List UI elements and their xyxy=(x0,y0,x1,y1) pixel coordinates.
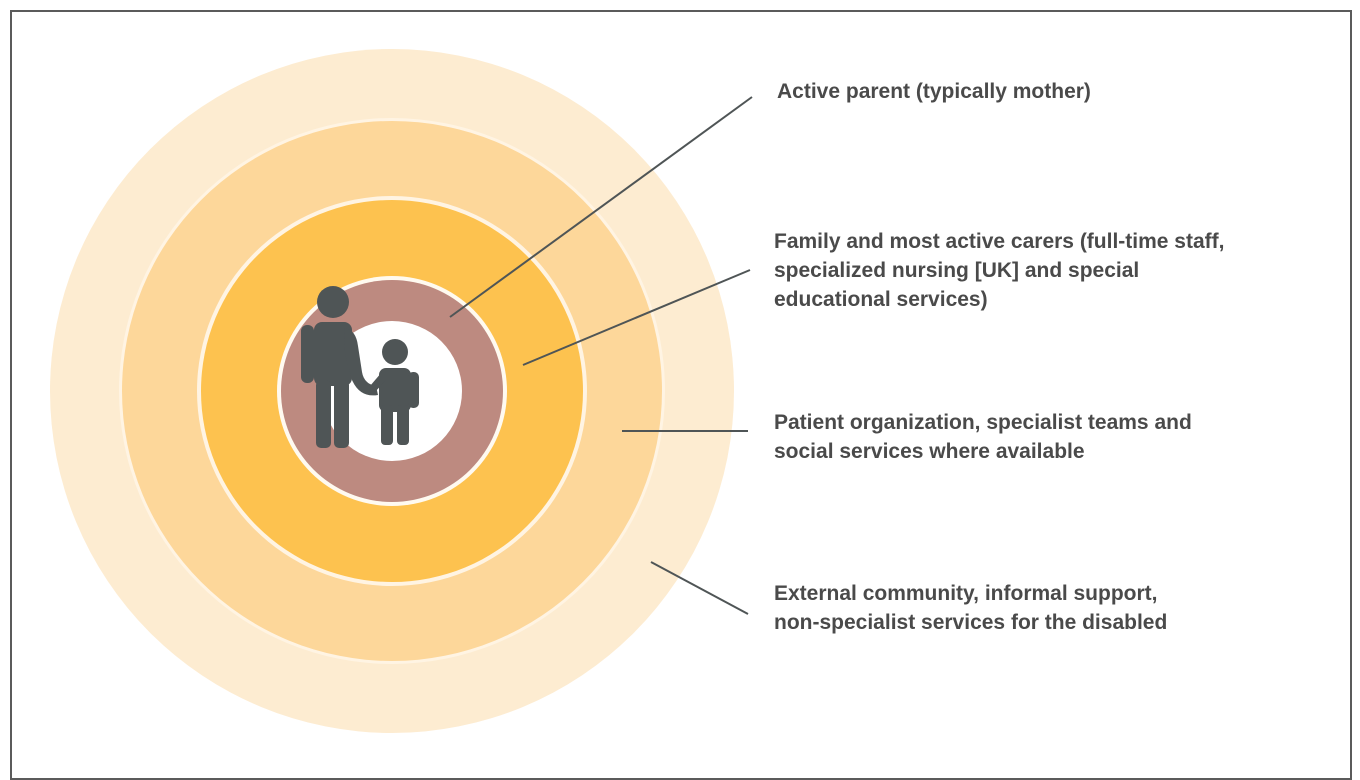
child-right-arm-icon xyxy=(408,372,419,408)
label-active-parent: Active parent (typically mother) xyxy=(777,80,1091,103)
adult-and-child-figures-icon xyxy=(301,286,419,448)
adult-right-arm-icon xyxy=(344,328,378,396)
adult-left-arm-icon xyxy=(301,325,314,383)
child-head-icon xyxy=(382,339,408,365)
label-family-carers: Family and most active carers (full-time… xyxy=(774,230,1225,311)
child-body-icon xyxy=(379,368,411,412)
child-left-arm-icon xyxy=(370,372,386,392)
adult-body-icon xyxy=(314,322,352,386)
label-external-community: External community, informal support, no… xyxy=(774,582,1168,634)
child-right-leg-icon xyxy=(397,405,409,445)
label-patient-organization: Patient organization, specialist teams a… xyxy=(774,411,1192,463)
adult-head-icon xyxy=(317,286,349,318)
adult-right-leg-icon xyxy=(334,380,349,448)
child-left-leg-icon xyxy=(381,405,393,445)
leader-line-active-parent xyxy=(449,96,753,318)
leader-line-family-carers xyxy=(522,269,751,366)
concentric-circles-diagram xyxy=(50,49,753,733)
adult-left-leg-icon xyxy=(316,380,331,448)
leader-line-external-community xyxy=(650,561,749,615)
